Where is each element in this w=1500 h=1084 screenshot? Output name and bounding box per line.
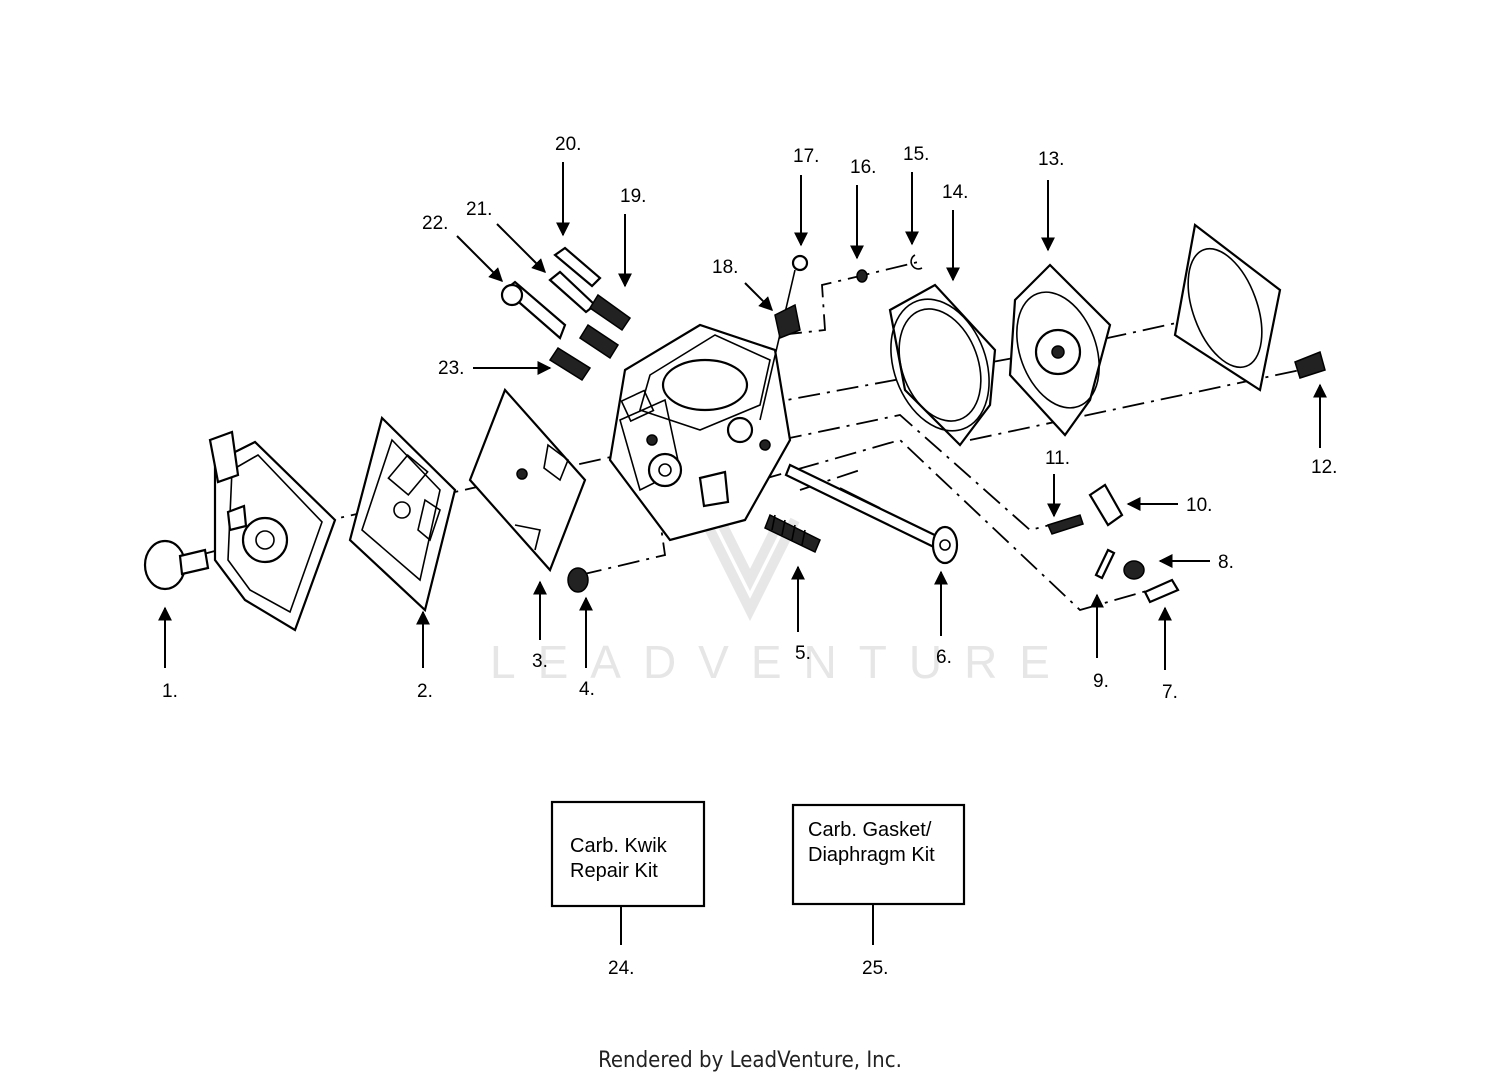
callout-2: 2. [417, 681, 433, 702]
callout-20: 20. [555, 134, 581, 155]
kit-25-label-line2: Diaphragm Kit [808, 844, 935, 866]
kit-25-label-line1: Carb. Gasket/ [808, 819, 932, 841]
parts-15-18-pins [759, 254, 923, 421]
callout-12: 12. [1311, 457, 1337, 478]
part-5-spring [764, 513, 821, 554]
part-cover-right [1173, 223, 1282, 392]
kit-24-label-line1: Carb. Kwik [570, 835, 668, 857]
callout-13: 13. [1038, 149, 1064, 170]
callout-15: 15. [903, 144, 929, 165]
part-13-pump-diaphragm [1008, 263, 1112, 437]
callout-1: 1. [162, 681, 178, 702]
callout-17: 17. [793, 146, 819, 167]
part-12-screw [1294, 350, 1326, 379]
watermark-text: LEADVENTURE [490, 636, 1072, 688]
part-3-metering-diaphragm [468, 387, 587, 573]
watermark-logo [700, 517, 800, 622]
callout-25: 25. [862, 958, 888, 979]
callout-4: 4. [579, 679, 595, 700]
callout-19: 19. [620, 186, 646, 207]
callout-11: 11. [1045, 448, 1070, 469]
callout-22: 22. [422, 213, 448, 234]
part-14-gasket [888, 283, 997, 447]
callout-21: 21. [466, 199, 492, 220]
callout-23: 23. [438, 358, 464, 379]
callout-6: 6. [936, 647, 952, 668]
callout-18: 18. [712, 257, 738, 278]
parts-19-23-needles-springs [500, 246, 632, 382]
callout-7: 7. [1162, 682, 1178, 703]
callout-8: 8. [1218, 552, 1234, 573]
carburetor-body [608, 323, 792, 542]
callout-labels: 1. 2. 3. 4. 5. 6. 7. 8. 9. 10. 11. 12. 1… [162, 134, 1337, 979]
parts-7-11-hardware [1046, 483, 1180, 604]
part-4-plug [567, 567, 589, 593]
callout-16: 16. [850, 157, 876, 178]
part-6-throttle-shaft [784, 463, 959, 565]
kit-24-label-line2: Repair Kit [570, 860, 658, 882]
part-2-gasket [348, 415, 457, 613]
callout-14: 14. [942, 182, 968, 203]
kit-box-25 [791, 803, 966, 945]
leader-arrows [158, 162, 1327, 670]
part-1-pump-cover [143, 430, 337, 632]
kit-box-24 [550, 800, 706, 945]
callout-10: 10. [1186, 495, 1212, 516]
callout-3: 3. [532, 651, 548, 672]
callout-5: 5. [795, 643, 811, 664]
callout-24: 24. [608, 958, 634, 979]
callout-9: 9. [1093, 671, 1109, 692]
footer-credit: Rendered by LeadVenture, Inc. [598, 1048, 902, 1073]
